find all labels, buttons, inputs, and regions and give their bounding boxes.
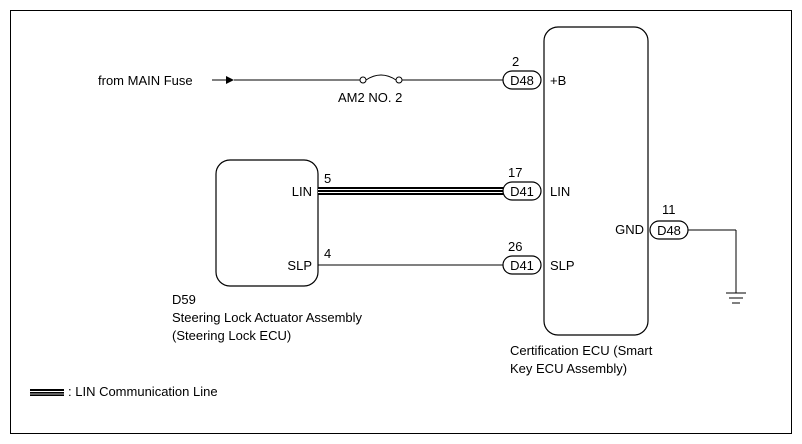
diagram-frame	[10, 10, 792, 434]
certification-ecu-box	[543, 26, 649, 336]
steering-ecu-name-line1: Steering Lock Actuator Assembly	[172, 310, 363, 325]
steering-ecu-code: D59	[172, 292, 196, 307]
power-wire	[234, 74, 503, 84]
steering-pin-slp-num: 4	[324, 246, 331, 261]
fuse-label: AM2 NO. 2	[338, 90, 402, 105]
lin-communication-wire	[318, 187, 504, 195]
connector-d41-slp	[502, 255, 542, 275]
steering-pin-lin-num: 5	[324, 171, 331, 186]
source-label: from MAIN Fuse	[98, 73, 193, 88]
cert-pin-plus-b-num: 2	[512, 54, 519, 69]
steering-pin-lin-name: LIN	[292, 184, 312, 199]
cert-pin-plus-b-name: +B	[550, 73, 566, 88]
arrow-icon	[212, 76, 234, 84]
connector-d41-lin	[502, 181, 542, 201]
connector-d41-lin-label: D41	[510, 184, 534, 199]
legend-lin-line-icon	[30, 389, 64, 396]
cert-ecu-name-line1: Certification ECU (Smart	[510, 343, 653, 358]
connector-d41-slp-label: D41	[510, 258, 534, 273]
ground-wire	[688, 229, 737, 293]
ground-icon	[726, 292, 746, 304]
cert-pin-gnd-num: 11	[662, 202, 676, 217]
legend-label: : LIN Communication Line	[68, 384, 218, 399]
cert-ecu-name-line2: Key ECU Assembly)	[510, 361, 627, 376]
connector-d48-plus-b	[502, 70, 542, 90]
connector-d48-gnd-label: D48	[657, 223, 681, 238]
steering-lock-ecu-box	[215, 159, 319, 287]
cert-pin-slp-name: SLP	[550, 258, 575, 273]
cert-pin-gnd-name: GND	[615, 222, 644, 237]
cert-pin-lin-name: LIN	[550, 184, 570, 199]
cert-pin-lin-num: 17	[508, 165, 522, 180]
connector-d48-plus-b-label: D48	[510, 73, 534, 88]
steering-ecu-name-line2: (Steering Lock ECU)	[172, 328, 291, 343]
steering-pin-slp-name: SLP	[287, 258, 312, 273]
cert-pin-slp-num: 26	[508, 239, 522, 254]
